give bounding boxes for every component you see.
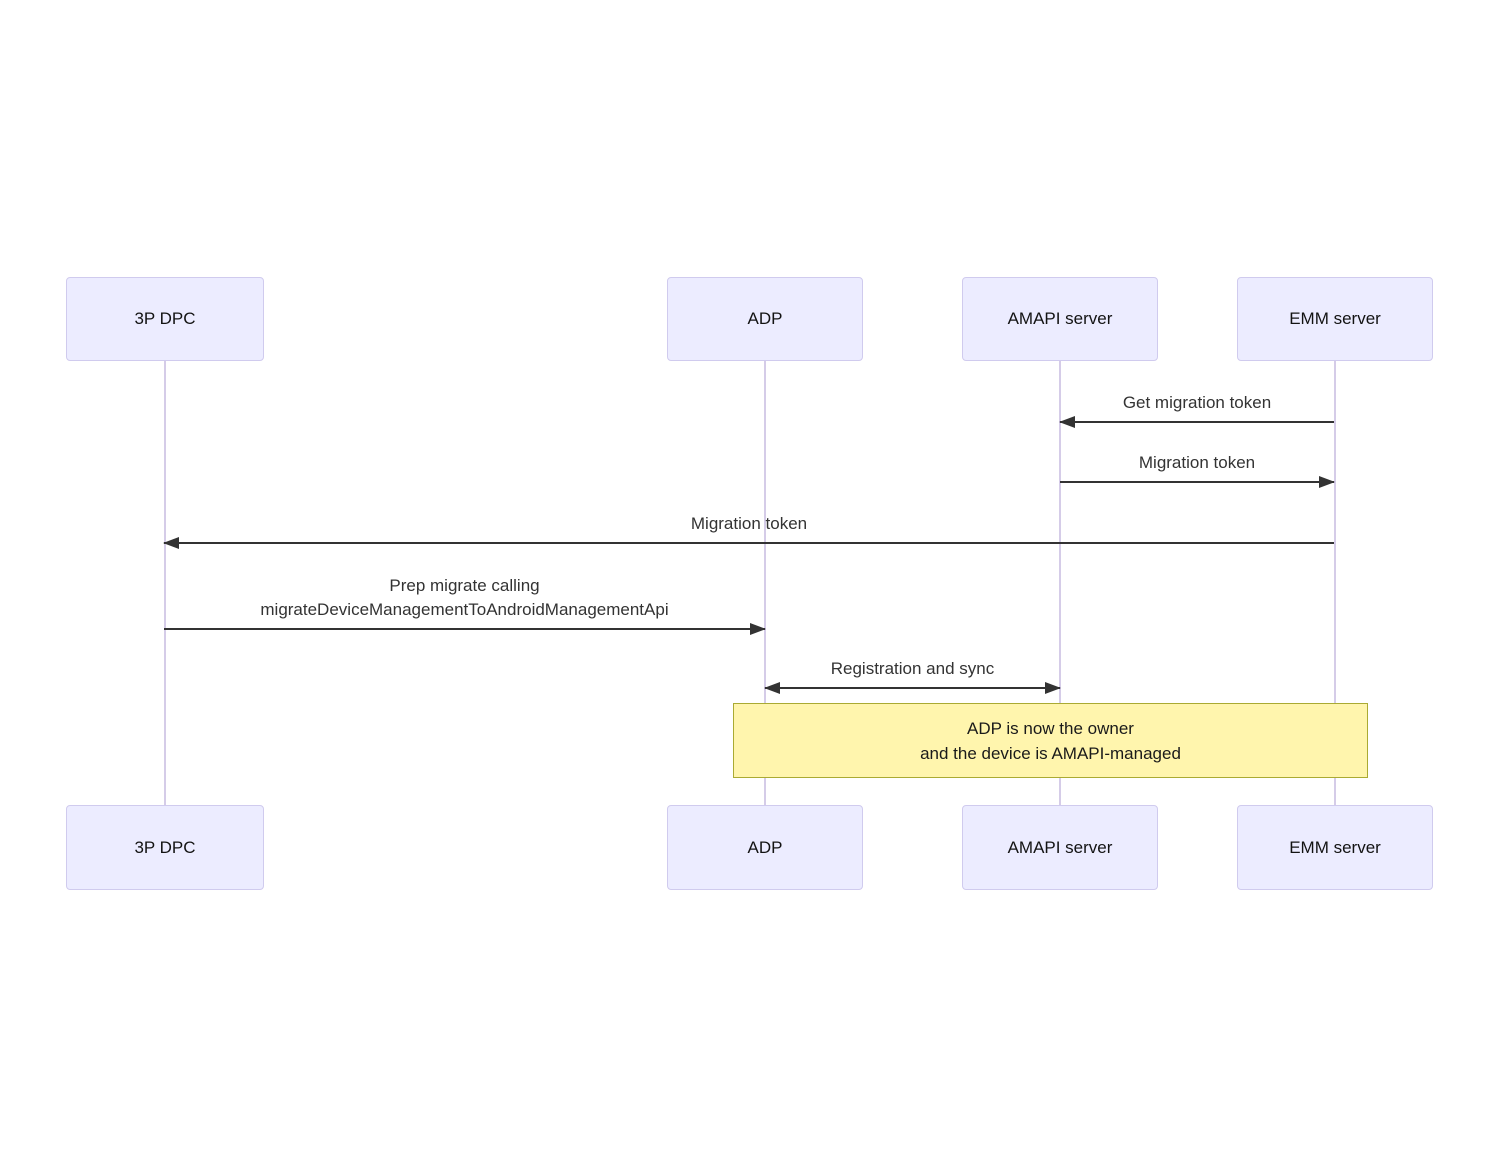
message-label: Registration and sync (830, 659, 995, 678)
actor-label: EMM server (1289, 309, 1381, 328)
actor-top-emm-server: EMM server (1237, 277, 1433, 361)
lifeline-adp (764, 360, 766, 806)
lifeline-emm-server (1334, 360, 1336, 806)
message-migration-token-to-emm: Migration token (1060, 451, 1335, 488)
message-label-line1: Prep migrate calling (389, 576, 540, 595)
actor-label: AMAPI server (1007, 309, 1113, 328)
actor-top-adp: ADP (667, 277, 863, 361)
message-get-migration-token: Get migration token (1059, 391, 1334, 428)
message-migration-token-to-dpc: Migration token (163, 512, 1334, 549)
message-label: Migration token (690, 514, 808, 533)
message-label: Migration token (1138, 453, 1256, 472)
actor-label: 3P DPC (134, 309, 196, 328)
arrow-line (1060, 476, 1335, 488)
arrow-line (163, 537, 1334, 549)
note-text-line1: ADP is now the owner (967, 718, 1134, 738)
actor-top-3p-dpc: 3P DPC (66, 277, 264, 361)
actor-label: ADP (747, 309, 783, 328)
arrow-line (1059, 416, 1334, 428)
message-prep-migrate: Prep migrate calling migrateDeviceManage… (164, 574, 766, 635)
note-adp-owner: ADP is now the owner and the device is A… (733, 703, 1368, 778)
actor-label: 3P DPC (134, 837, 196, 857)
arrowhead-right-icon (1319, 476, 1335, 488)
actor-bottom-adp: ADP (667, 805, 863, 890)
message-registration-and-sync: Registration and sync (764, 657, 1061, 694)
message-label: Get migration token (1122, 393, 1272, 412)
arrowhead-left-icon (1059, 416, 1075, 428)
arrowhead-right-icon (750, 623, 766, 635)
message-label-line2: migrateDeviceManagementToAndroidManageme… (260, 600, 669, 619)
actor-bottom-3p-dpc: 3P DPC (66, 805, 264, 890)
actor-bottom-emm-server: EMM server (1237, 805, 1433, 890)
actor-label: ADP (747, 837, 783, 857)
actor-label: AMAPI server (1007, 837, 1113, 857)
arrow-line (764, 682, 1061, 694)
actor-top-amapi-server: AMAPI server (962, 277, 1158, 361)
lifeline-3p-dpc (164, 360, 166, 806)
note-text-line2: and the device is AMAPI-managed (920, 743, 1181, 763)
arrowhead-left-icon (163, 537, 179, 549)
actor-bottom-amapi-server: AMAPI server (962, 805, 1158, 890)
lifeline-amapi-server (1059, 360, 1061, 806)
actor-label: EMM server (1289, 837, 1381, 857)
arrowhead-left-icon (764, 682, 780, 694)
arrow-line (164, 623, 766, 635)
arrowhead-right-icon (1045, 682, 1061, 694)
